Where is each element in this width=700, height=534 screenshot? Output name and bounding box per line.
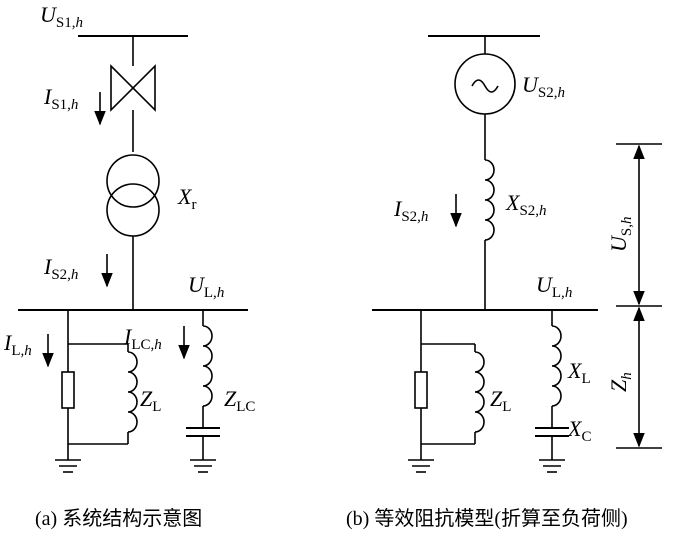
inductor-icon xyxy=(474,351,485,433)
caption-a: (a) 系统结构示意图 xyxy=(35,507,202,530)
source-reactance-label: XS2,h xyxy=(505,190,547,219)
source-voltage-label-b: US2,h xyxy=(522,72,565,101)
inductor-icon xyxy=(551,325,562,407)
load-branch-b xyxy=(408,310,485,473)
transformer-icon xyxy=(106,154,160,237)
inductor-icon xyxy=(484,159,495,241)
bus-voltage-label-a: UL,h xyxy=(188,272,224,301)
ac-source-icon xyxy=(454,53,516,115)
ground-icon xyxy=(55,459,81,473)
ground-icon xyxy=(408,459,434,473)
load-current-label: IL,h xyxy=(3,330,32,359)
filter-branch-a xyxy=(186,310,220,473)
filter-reactance-l-label: XL xyxy=(567,358,591,387)
breaker-icon xyxy=(110,64,156,112)
filter-current-label: ILC,h xyxy=(123,324,162,353)
inductor-icon xyxy=(202,325,213,407)
diagram-b: US2,h IS2,h XS2,h UL,h ZL XL XC US,h Zh … xyxy=(346,35,662,530)
filter-impedance-label: ZLC xyxy=(224,386,255,415)
capacitor-icon xyxy=(535,427,569,437)
dim-voltage-label: US,h xyxy=(606,217,635,252)
filter-branch-b xyxy=(535,310,569,473)
transformer-reactance-label: Xr xyxy=(177,184,196,213)
filter-reactance-c-label: XC xyxy=(567,416,591,445)
source-voltage-label-a: US1,h xyxy=(40,2,83,31)
resistor-icon xyxy=(414,371,428,409)
ground-icon xyxy=(539,459,565,473)
bus-current-label-a: IS2,h xyxy=(43,254,78,283)
diagram-a: US1,h IS1,h Xr IS2,h UL,h IL,h ILC,h ZL … xyxy=(3,2,255,530)
dim-impedance-label: Zh xyxy=(606,372,635,392)
load-impedance-label-b: ZL xyxy=(490,386,511,415)
load-branch-a xyxy=(55,310,138,473)
ground-icon xyxy=(190,459,216,473)
caption-b: (b) 等效阻抗模型(折算至负荷侧) xyxy=(346,507,628,530)
load-impedance-label-a: ZL xyxy=(140,386,161,415)
capacitor-icon xyxy=(186,427,220,437)
inductor-icon xyxy=(127,351,138,433)
bus-voltage-label-b: UL,h xyxy=(536,272,572,301)
source-current-label-a: IS1,h xyxy=(43,84,78,113)
source-current-label-b: IS2,h xyxy=(393,196,428,225)
dimension-lines xyxy=(616,143,662,449)
resistor-icon xyxy=(61,371,75,409)
